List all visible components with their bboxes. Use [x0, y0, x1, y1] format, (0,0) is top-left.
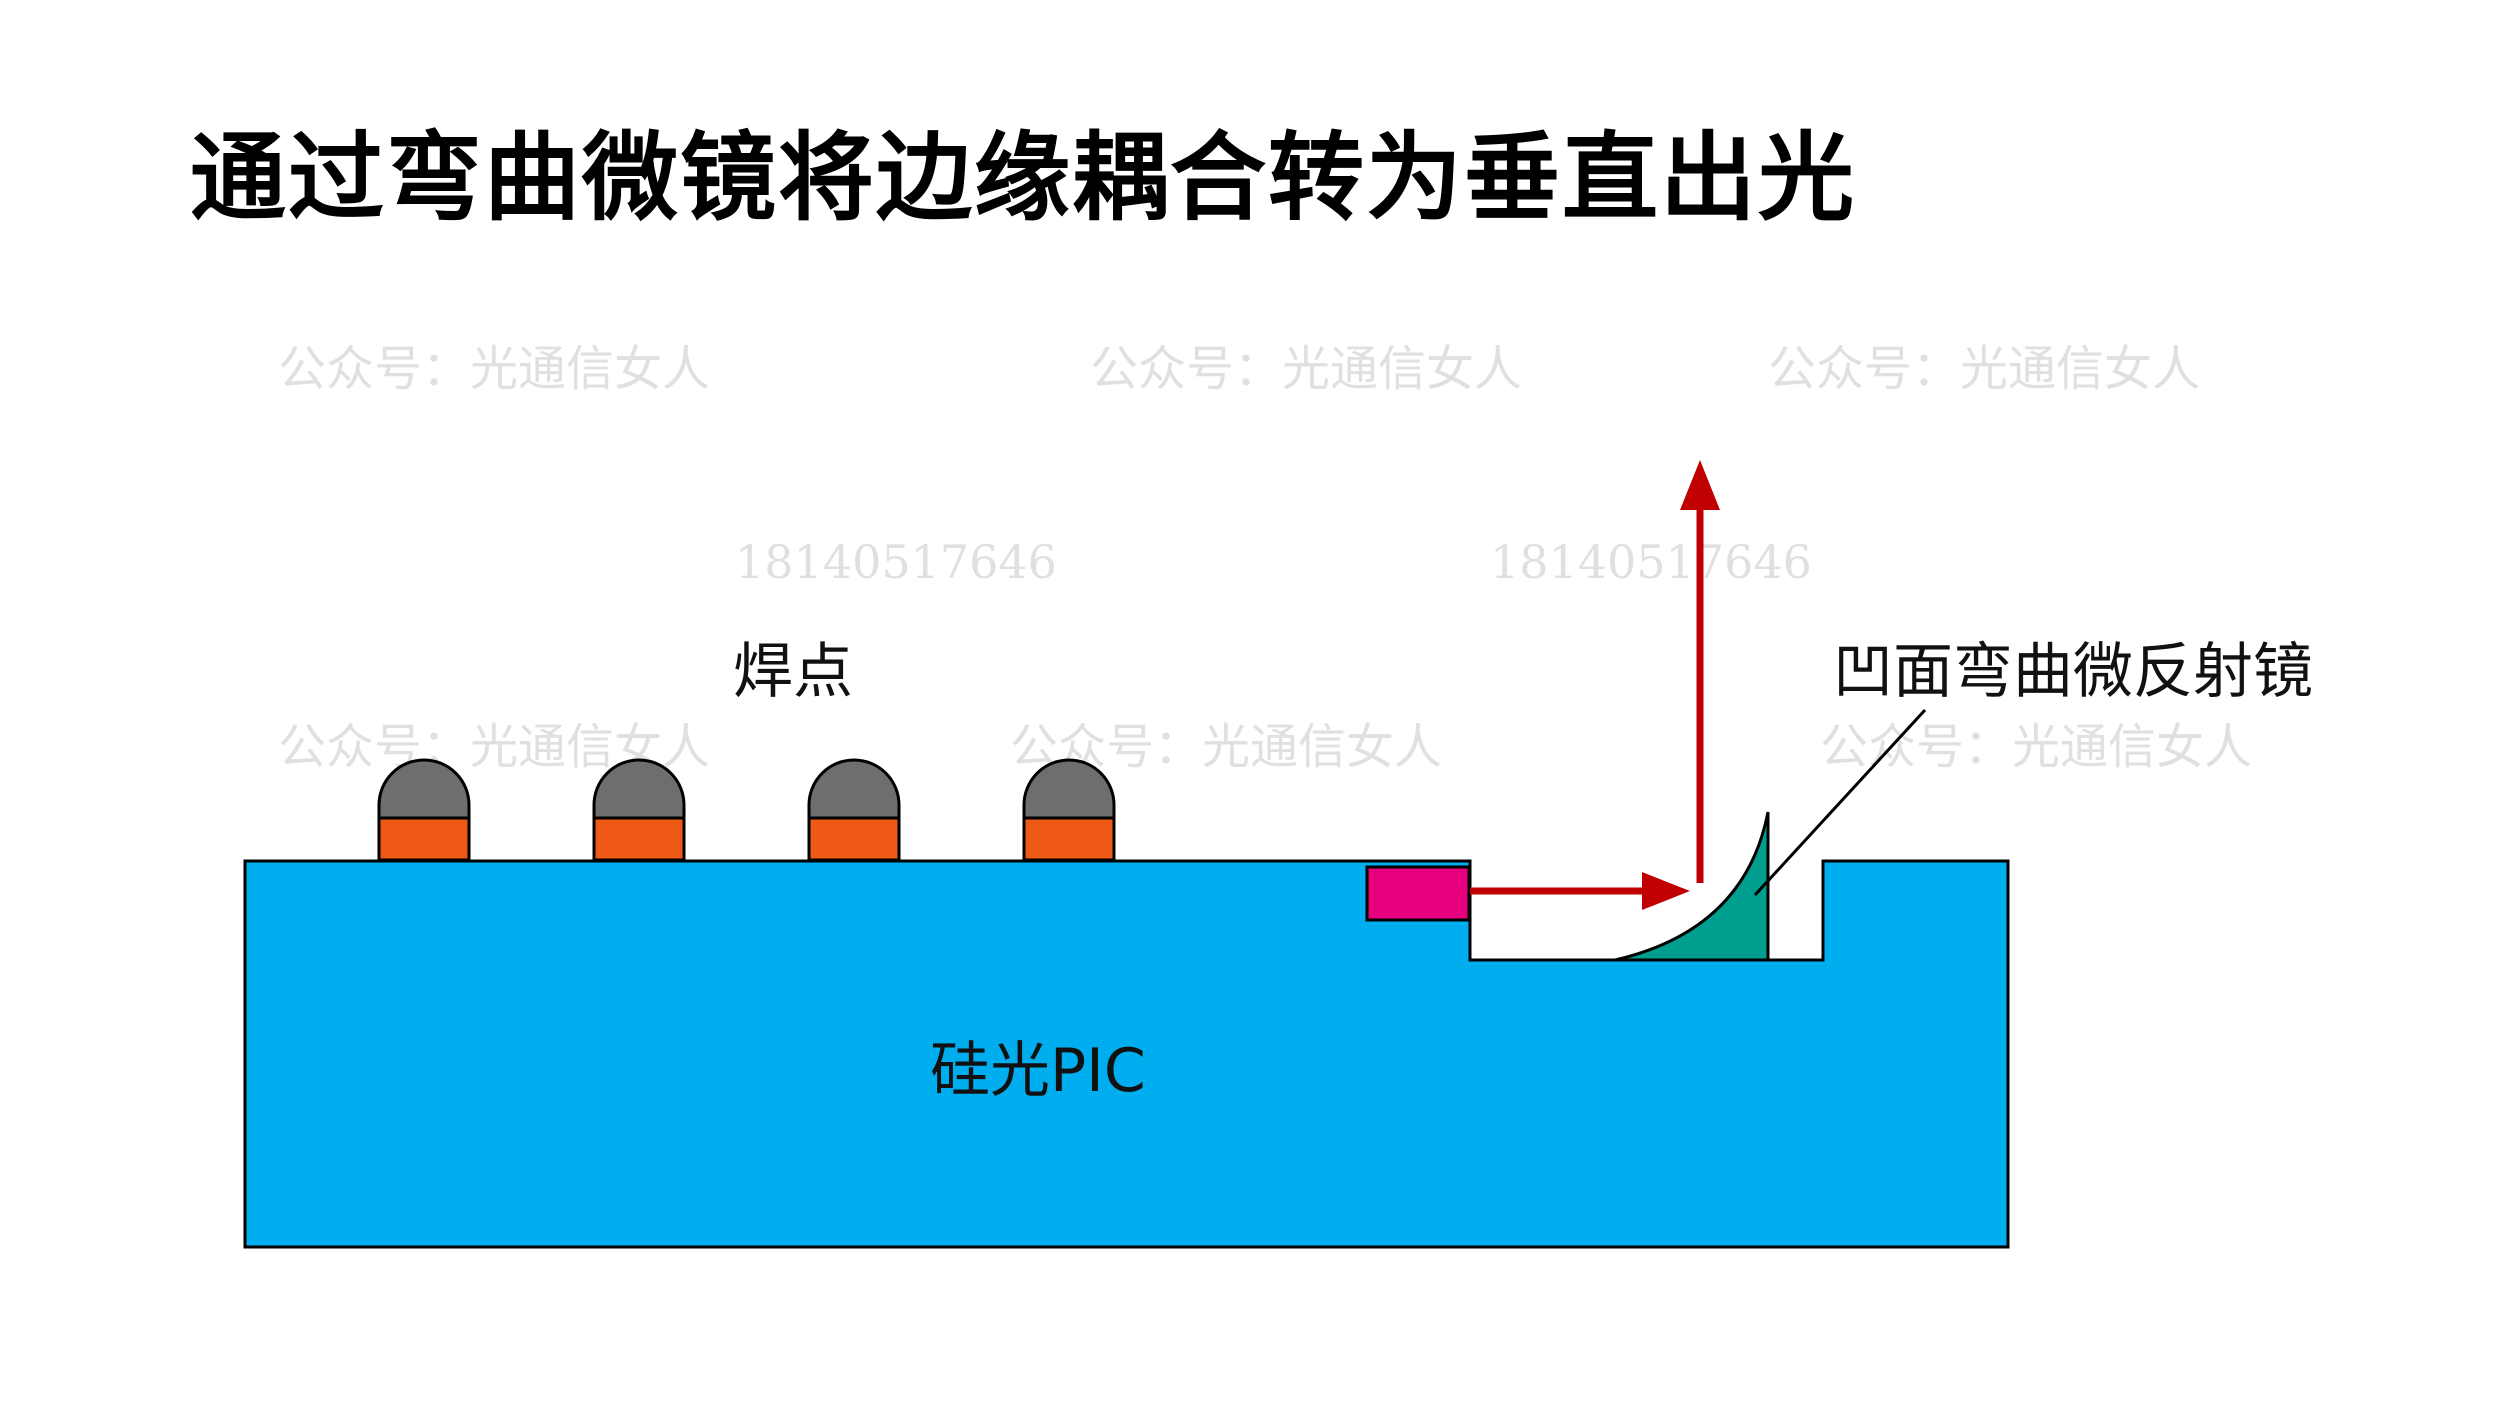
solder-cap: [377, 758, 471, 820]
solder-cap: [1022, 758, 1116, 820]
laser-emitter: [1365, 865, 1471, 922]
solder-bump: [592, 758, 686, 862]
mirror-callout-line: [1753, 708, 1927, 897]
watermark-account: 公众号：光通信女人: [1090, 341, 1522, 397]
watermark-account: 公众号：光通信女人: [1820, 719, 2252, 775]
solder-bump: [377, 758, 471, 862]
solder-pad: [377, 816, 471, 862]
watermark-phone: 18140517646: [735, 535, 1057, 589]
solder-cap: [807, 758, 901, 820]
solder-cap: [592, 758, 686, 820]
solder-bump: [807, 758, 901, 862]
solder-pad: [592, 816, 686, 862]
solder-bump: [1022, 758, 1116, 862]
mirror-label: 凹面弯曲微反射镜: [1833, 637, 2313, 707]
solder-pad: [1022, 816, 1116, 862]
solder-label: 焊点: [733, 637, 853, 707]
slide-title: 通过弯曲微镜将边缘耦合转为垂直出光: [190, 122, 1856, 234]
watermark-account: 公众号：光通信女人: [278, 341, 710, 397]
pic-label: 硅光PIC: [930, 1036, 1146, 1106]
curved-micromirror: [1614, 811, 1770, 962]
horizontal-light-arrow: [1470, 872, 1690, 910]
watermark-phone: 18140517646: [1490, 535, 1812, 589]
watermark-account: 公众号：光通信女人: [1768, 341, 2200, 397]
vertical-light-arrow: [1680, 460, 1720, 883]
solder-pad: [807, 816, 901, 862]
